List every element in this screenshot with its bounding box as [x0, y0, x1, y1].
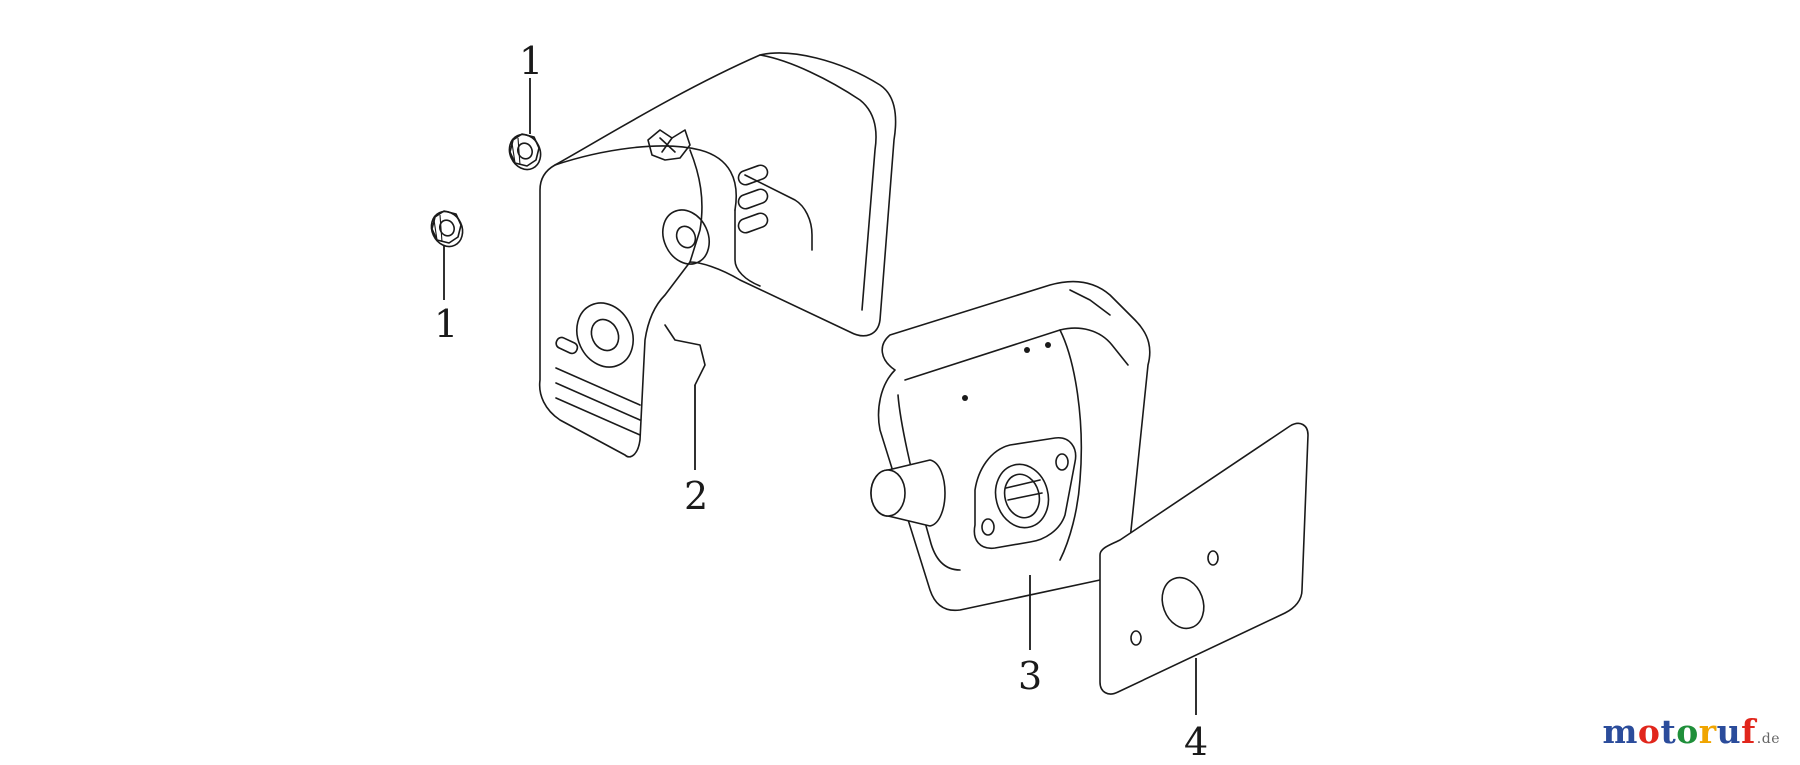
brand-watermark: motoruf.de — [1603, 712, 1781, 751]
callout-part-3: 3 — [1018, 654, 1043, 698]
brand-letter: o — [1637, 712, 1661, 751]
brand-letter: r — [1698, 712, 1717, 751]
hex-flange-nut-icon — [430, 210, 464, 248]
brand-letter: t — [1660, 712, 1677, 751]
hex-flange-nut-icon — [508, 133, 542, 171]
gasket-icon — [1099, 422, 1309, 695]
muffler-heat-shield-icon — [538, 52, 897, 458]
brand-letter: m — [1602, 712, 1638, 751]
brand-letter: u — [1716, 712, 1742, 751]
brand-wordmark: motoruf — [1603, 712, 1756, 751]
brand-letter: o — [1676, 712, 1699, 751]
callout-part-1-lower: 1 — [434, 302, 459, 346]
callout-part-2: 2 — [684, 474, 709, 518]
callout-part-1-upper: 1 — [519, 39, 544, 83]
brand-letter: f — [1741, 712, 1756, 751]
brand-tld: .de — [1756, 731, 1780, 747]
muffler-icon — [870, 280, 1151, 612]
callout-part-4: 4 — [1184, 720, 1209, 764]
